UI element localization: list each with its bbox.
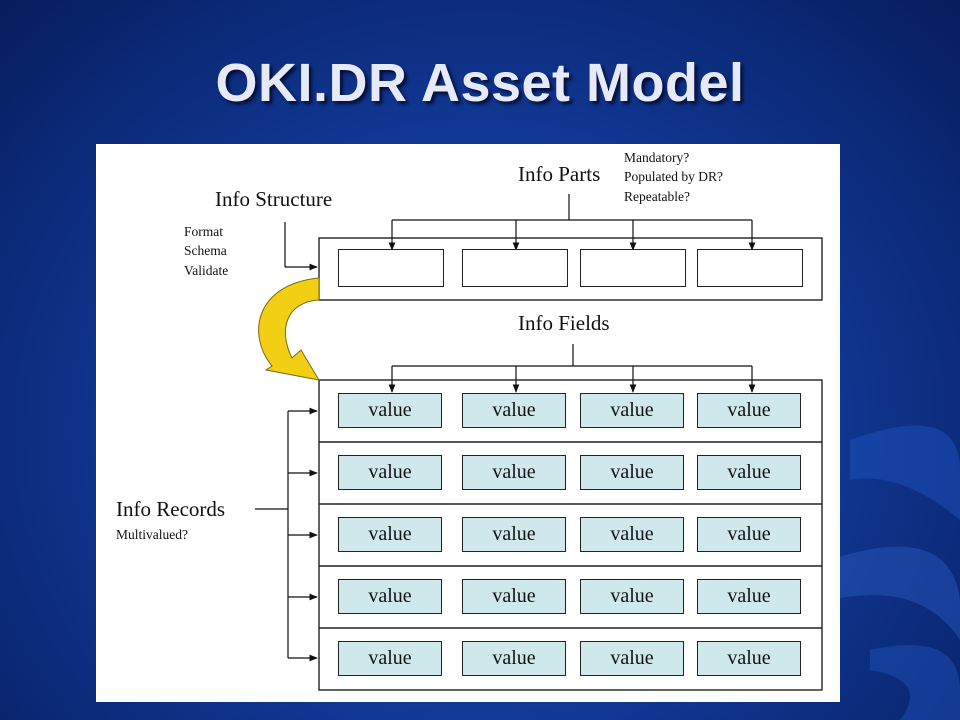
value-cell: value <box>697 393 801 428</box>
value-cell: value <box>697 579 801 614</box>
value-cell: value <box>338 517 442 552</box>
info-parts-note: Mandatory? <box>624 150 690 165</box>
info-parts-note: Repeatable? <box>624 189 690 204</box>
value-cell: value <box>697 455 801 490</box>
info-structure-note: Format <box>184 224 223 239</box>
info-structure-label: Info Structure <box>215 187 333 211</box>
info-records-note: Multivalued? <box>116 527 188 542</box>
value-cell: value <box>580 393 684 428</box>
value-cell: value <box>462 455 566 490</box>
info-fields-label: Info Fields <box>518 311 610 335</box>
diagram-lines <box>255 194 823 691</box>
value-cell: value <box>338 393 442 428</box>
info-part-box <box>697 249 803 287</box>
info-part-box <box>338 249 444 287</box>
slide-title: OKI.DR Asset Model <box>215 53 745 113</box>
value-cell: value <box>580 579 684 614</box>
value-cell: value <box>580 517 684 552</box>
info-parts-note: Populated by DR? <box>624 169 723 184</box>
value-cell: value <box>580 455 684 490</box>
info-part-box <box>580 249 686 287</box>
curved-arrow-icon <box>258 277 321 381</box>
value-cell: value <box>697 641 801 676</box>
value-cell: value <box>338 641 442 676</box>
value-cell: value <box>338 455 442 490</box>
info-structure-note: Validate <box>184 263 229 278</box>
info-structure-note: Schema <box>184 243 227 258</box>
info-records-container <box>318 379 823 691</box>
value-cell: value <box>462 393 566 428</box>
info-records-label: Info Records <box>116 497 226 521</box>
value-cell: value <box>697 517 801 552</box>
info-parts-container <box>318 237 823 301</box>
info-part-box <box>462 249 568 287</box>
value-cell: value <box>462 579 566 614</box>
value-cell: value <box>580 641 684 676</box>
asset-model-diagram: Info Structure Format Schema Validate In… <box>96 144 840 702</box>
value-cell: value <box>338 579 442 614</box>
info-parts-label: Info Parts <box>518 162 601 186</box>
value-cell: value <box>462 641 566 676</box>
value-cell: value <box>462 517 566 552</box>
